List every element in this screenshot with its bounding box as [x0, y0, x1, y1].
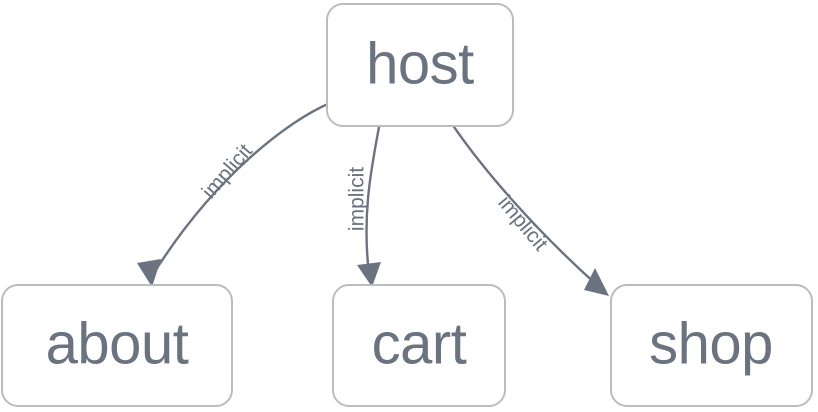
node-box[interactable]: [1, 284, 233, 407]
edge-line: [450, 122, 600, 288]
edge-host-about: [137, 101, 332, 287]
node-label: about: [46, 311, 189, 376]
edge-line: [150, 101, 332, 278]
arrowhead-icon: [137, 259, 161, 287]
edge-label: implicit: [198, 139, 258, 203]
edge-label: implicit: [346, 167, 369, 231]
nodes-layer: host about cart shop: [1, 3, 813, 407]
node-about[interactable]: about: [1, 284, 233, 407]
node-host[interactable]: host: [326, 3, 514, 127]
edge-host-cart: [357, 125, 381, 287]
node-box[interactable]: [332, 284, 506, 407]
edges-layer: [137, 101, 609, 296]
node-cart[interactable]: cart: [332, 284, 506, 407]
node-box[interactable]: [326, 3, 514, 127]
node-shop[interactable]: shop: [610, 284, 813, 407]
edge-labels-layer: implicit implicit implicit: [198, 139, 553, 255]
arrowhead-icon: [357, 262, 381, 287]
node-label: host: [366, 31, 474, 96]
edge-label: implicit: [493, 191, 552, 255]
edge-host-shop: [450, 122, 609, 296]
arrowhead-icon: [584, 268, 609, 296]
node-label: shop: [649, 311, 773, 376]
edge-line: [365, 125, 381, 276]
node-box[interactable]: [610, 284, 813, 407]
node-label: cart: [372, 311, 467, 376]
